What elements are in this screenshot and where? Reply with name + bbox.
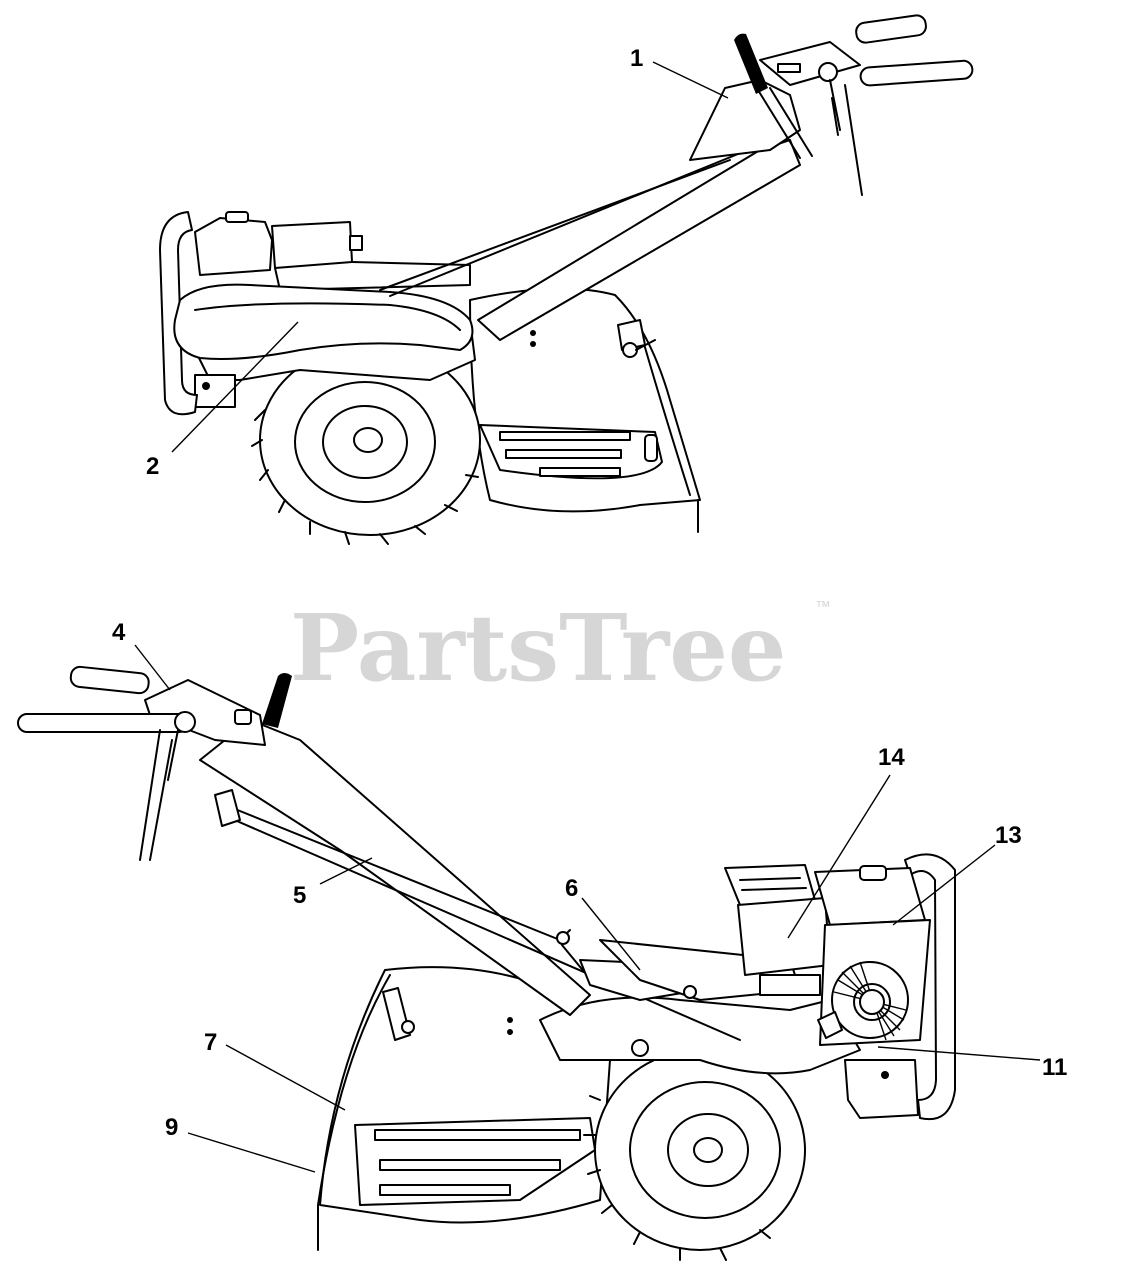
top-handlebar: [477, 139, 801, 341]
top-engine-block: [271, 221, 353, 269]
top-shift-lever-knob: [734, 33, 768, 94]
leader-lines: [134, 61, 1041, 1173]
callout-6: 6: [565, 875, 578, 902]
callout-1: 1: [630, 45, 643, 72]
callout-7: 7: [204, 1029, 217, 1056]
bottom-engine-tank: [737, 897, 831, 976]
callout-11: 11: [1042, 1054, 1067, 1081]
callout-5: 5: [293, 882, 306, 909]
watermark-trademark: ™: [815, 599, 831, 616]
top-belt-cover: [173, 283, 474, 360]
watermark-text: PartsTree: [290, 594, 786, 702]
callout-4: 4: [112, 619, 126, 646]
bottom-handlebar: [199, 719, 591, 1016]
callout-14: 14: [878, 744, 905, 771]
callout-2: 2: [146, 453, 159, 480]
callout-13: 13: [995, 822, 1022, 849]
bottom-shift-lever-knob: [262, 673, 292, 728]
tiller-bottom-view: [17, 665, 956, 1261]
callout-9: 9: [165, 1114, 178, 1141]
top-engine-tank: [194, 217, 273, 276]
tiller-top-view: [159, 14, 974, 545]
